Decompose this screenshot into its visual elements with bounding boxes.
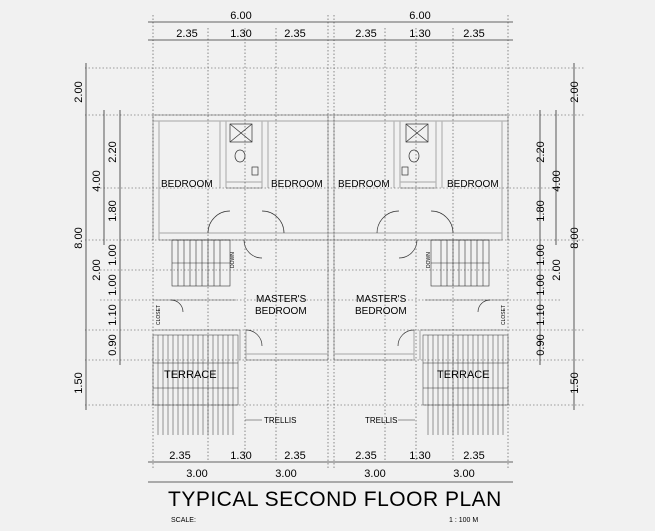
trellis-label-right: TRELLIS: [365, 416, 397, 425]
floor-plan-drawing: BEDROOM BEDROOM BEDROOM BEDROOM MASTER'S…: [73, 10, 585, 483]
dimension-labels: 6.00 6.00 2.35 1.30 2.35 2.35 1.30 2.35 …: [169, 10, 484, 480]
dim-bot-seg-1: 2.35: [169, 450, 190, 462]
dimension-lines: [85, 21, 575, 483]
terrace-left: [152, 334, 239, 435]
dim-right-inner-5: 1.10: [535, 304, 547, 325]
scale-label: SCALE:: [171, 517, 196, 524]
dim-bot-overall-3: 3.00: [364, 468, 385, 480]
title-block: TYPICAL SECOND FLOOR PLAN SCALE: 1 : 100…: [0, 486, 655, 531]
dim-bot-seg-5: 1.30: [409, 450, 430, 462]
trellis-label-left: TRELLIS: [264, 416, 296, 425]
dim-top-seg-1: 2.35: [176, 28, 197, 40]
dim-left-inner-3: 1.00: [107, 244, 119, 265]
dim-top-overall-2: 6.00: [409, 10, 430, 22]
room-labels: BEDROOM BEDROOM BEDROOM BEDROOM MASTER'S…: [161, 179, 499, 425]
dim-right-mid-2: 2.00: [551, 259, 563, 280]
dim-top-seg-6: 2.35: [463, 28, 484, 40]
masters-label-left-1: MASTER'S: [256, 294, 307, 305]
dim-bot-overall-4: 3.00: [453, 468, 474, 480]
terrace-label-left: TERRACE: [164, 369, 217, 381]
scale-value: 1 : 100 M: [449, 517, 479, 524]
terrace-label-right: TERRACE: [437, 369, 490, 381]
bedroom-label-right-a: BEDROOM: [338, 179, 390, 190]
dim-left-outer-2: 8.00: [73, 227, 85, 248]
stair-down-tag-right: DOWN: [426, 252, 432, 268]
dim-right-outer-2: 8.00: [569, 227, 581, 248]
bedroom-label-left-b: BEDROOM: [271, 179, 323, 190]
masters-label-right-2: BEDROOM: [355, 306, 407, 317]
bedroom-label-left-a: BEDROOM: [161, 179, 213, 190]
door-swings: [170, 210, 491, 347]
masters-label-right-1: MASTER'S: [356, 294, 407, 305]
dim-right-mid-1: 4.00: [551, 170, 563, 191]
dim-left-inner-5: 1.10: [107, 304, 119, 325]
dim-left-inner-4: 1.00: [107, 274, 119, 295]
dim-top-seg-5: 1.30: [409, 28, 430, 40]
dim-right-inner-4: 1.00: [535, 274, 547, 295]
vertical-dimension-labels: 2.00 8.00 1.50 4.00 2.00 2.20 1.80 1.00 …: [73, 81, 581, 393]
terrace-right: [422, 334, 509, 435]
dim-left-outer-3: 1.50: [73, 372, 85, 393]
dim-left-inner-2: 1.80: [107, 200, 119, 221]
masters-label-left-2: BEDROOM: [255, 306, 307, 317]
dim-top-seg-3: 2.35: [284, 28, 305, 40]
extension-lines: [85, 15, 585, 470]
plan-title: TYPICAL SECOND FLOOR PLAN: [168, 488, 502, 511]
stair-right: [430, 239, 490, 287]
dim-right-outer-1: 2.00: [569, 81, 581, 102]
tiny-tags: DOWN DOWN CLOSET CLOSET: [156, 252, 507, 325]
dim-right-inner-1: 2.20: [535, 141, 547, 162]
dim-left-mid-1: 4.00: [91, 170, 103, 191]
dim-right-inner-6: 0.90: [535, 334, 547, 355]
dim-bot-overall-2: 3.00: [275, 468, 296, 480]
dim-left-mid-2: 2.00: [91, 259, 103, 280]
stair-left: [171, 239, 231, 287]
bedroom-label-right-b: BEDROOM: [447, 179, 499, 190]
dim-right-inner-2: 1.80: [535, 200, 547, 221]
dim-left-inner-1: 2.20: [107, 141, 119, 162]
closet-tag-left: CLOSET: [156, 305, 162, 325]
dim-top-overall-1: 6.00: [230, 10, 251, 22]
dim-bot-overall-1: 3.00: [186, 468, 207, 480]
toilet-fixtures: [229, 123, 429, 176]
dim-right-inner-3: 1.00: [535, 244, 547, 265]
dim-top-seg-2: 1.30: [230, 28, 251, 40]
stair-down-tag-left: DOWN: [230, 252, 236, 268]
dim-right-outer-3: 1.50: [569, 372, 581, 393]
dim-bot-seg-2: 1.30: [230, 450, 251, 462]
closet-tag-right: CLOSET: [501, 305, 507, 325]
dim-left-outer-1: 2.00: [73, 81, 85, 102]
dim-left-inner-6: 0.90: [107, 334, 119, 355]
dim-bot-seg-6: 2.35: [463, 450, 484, 462]
dim-bot-seg-3: 2.35: [284, 450, 305, 462]
walls: [152, 114, 509, 361]
dim-bot-seg-4: 2.35: [355, 450, 376, 462]
dim-top-seg-4: 2.35: [355, 28, 376, 40]
